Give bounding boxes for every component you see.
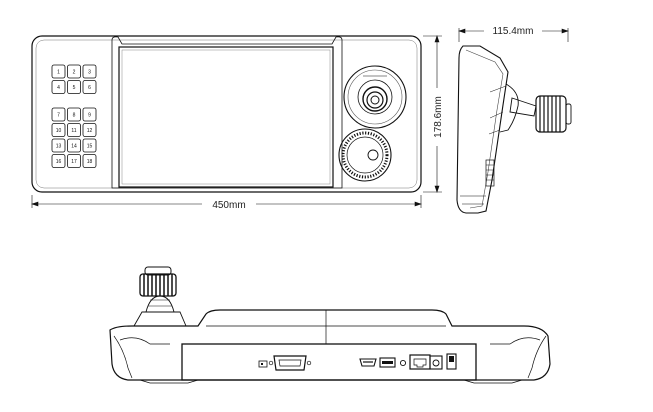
- keypad-key-7[interactable]: [51, 107, 66, 122]
- ethernet-port-icon: [409, 354, 431, 370]
- rear-left-chamfer: [113, 335, 170, 379]
- keypad-key-label: 5: [73, 85, 76, 91]
- keypad-key-label: 6: [88, 85, 91, 91]
- display-screen: [118, 46, 334, 188]
- keypad-key-label: 16: [56, 159, 62, 165]
- rear-top-split: [206, 310, 446, 344]
- keypad-key-5[interactable]: [67, 80, 81, 94]
- front-body-outline: [31, 35, 422, 193]
- keypad-key-label: 13: [56, 144, 62, 150]
- dc-power-icon: [429, 355, 443, 370]
- keypad-key-14[interactable]: [67, 138, 81, 153]
- keypad-key-label: 9: [88, 113, 91, 119]
- keypad-key-label: 3: [88, 70, 91, 76]
- keypad-key-label: 11: [71, 128, 76, 134]
- keypad-key-11[interactable]: [67, 123, 81, 137]
- rear-joystick-icon: [133, 266, 187, 327]
- keypad-key-4[interactable]: [51, 80, 66, 94]
- keypad-key-3[interactable]: [82, 64, 97, 79]
- audio-jack-icon: [399, 359, 407, 367]
- height-label: 178.6mm: [433, 96, 444, 138]
- side-body-outline: [456, 45, 509, 214]
- keypad-key-6[interactable]: [82, 80, 97, 94]
- keypad-key-label: 15: [87, 144, 93, 150]
- rear-view: [109, 266, 551, 384]
- keypad-key-1[interactable]: [51, 64, 66, 79]
- vga-port-icon: [268, 355, 312, 371]
- rear-connector-panel: [181, 343, 477, 381]
- keypad-key-2[interactable]: [67, 64, 81, 79]
- rear-feet: [139, 379, 523, 384]
- side-joystick-icon: [499, 83, 572, 133]
- side-panel-face: [465, 49, 504, 209]
- rear-right-chamfer: [490, 335, 547, 379]
- keypad-key-label: 1: [57, 70, 60, 76]
- front-body-inner-edge: [35, 39, 418, 189]
- depth-label: 115.4mm: [493, 26, 534, 37]
- keypad-key-16[interactable]: [51, 154, 66, 168]
- height-dimension: [423, 35, 442, 193]
- side-connector-stack: [485, 159, 495, 187]
- keypad-key-17[interactable]: [67, 154, 81, 168]
- keypad-key-label: 7: [57, 113, 60, 119]
- keypad-key-label: 8: [73, 113, 76, 119]
- keypad-top-block: 1 2 3 4 5 6: [51, 64, 97, 94]
- keypad-key-label: 17: [71, 159, 77, 165]
- keypad-key-13[interactable]: [51, 138, 66, 153]
- keypad-bottom-block: 7 8 9 10 11 12 13 14 15 16 17 18: [51, 107, 97, 168]
- side-view: [456, 28, 572, 214]
- keypad-key-label: 4: [57, 85, 60, 91]
- width-dimension: [31, 195, 422, 208]
- keypad-key-label: 2: [73, 70, 76, 76]
- keypad-key-label: 14: [71, 144, 77, 150]
- display-screen-inner: [121, 49, 331, 185]
- keypad-key-label: 10: [56, 128, 62, 134]
- keypad-key-12[interactable]: [82, 123, 97, 137]
- dip-switch-icon: [258, 360, 268, 368]
- power-switch-icon: [446, 353, 457, 370]
- usb-port-icon: [379, 357, 396, 368]
- keypad-key-8[interactable]: [67, 107, 81, 122]
- joystick-icon[interactable]: [343, 65, 407, 129]
- width-label: 450mm: [212, 200, 245, 211]
- keypad-key-9[interactable]: [82, 107, 97, 122]
- side-bottom-lip: [460, 195, 486, 205]
- keypad-key-15[interactable]: [82, 138, 97, 153]
- keypad-key-label: 12: [87, 128, 93, 134]
- depth-dimension: [458, 28, 569, 42]
- keypad-key-label: 18: [87, 159, 93, 165]
- hdmi-port-icon: [359, 358, 377, 367]
- keypad-key-18[interactable]: [82, 154, 97, 168]
- rear-body-outline: [109, 309, 551, 381]
- jog-dial-icon[interactable]: [338, 128, 392, 182]
- screen-bezel: [111, 36, 343, 189]
- keypad-key-10[interactable]: [51, 123, 66, 137]
